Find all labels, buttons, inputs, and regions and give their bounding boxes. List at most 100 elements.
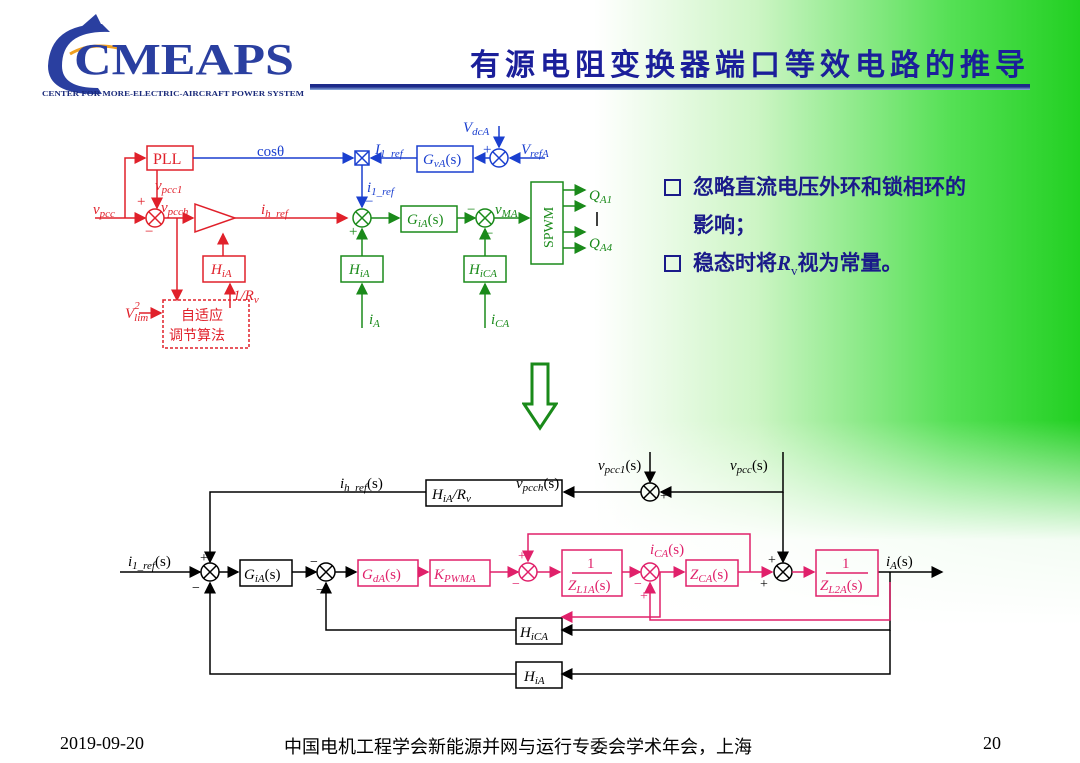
ica-input-label: i: [491, 312, 495, 328]
logo-subtitle: CENTER FOR MORE-ELECTRIC-AIRCRAFT POWER …: [42, 90, 304, 98]
gia-label: G: [407, 212, 418, 228]
vpcchs-label: v: [516, 476, 523, 492]
zl2-block: [815, 549, 879, 597]
header-rule: [310, 84, 1030, 90]
svg-text:+: +: [137, 194, 145, 210]
bullet-text-2: 稳态时将Rv视为常量。: [693, 251, 903, 279]
svg-text:GiA(s): GiA(s): [407, 212, 443, 230]
zca-label: Z: [690, 567, 699, 583]
kpwm-block: [429, 559, 491, 587]
bullet-text-1: 忽略直流电压外环和锁相环的: [693, 175, 966, 199]
svg-text:−: −: [192, 581, 200, 596]
svg-text:−: −: [316, 583, 324, 598]
svg-text:+: +: [640, 589, 648, 604]
adaptive-line1: 自适应: [181, 307, 223, 324]
slide-title: 有源电阻变换器端口等效电路的推导: [470, 48, 1030, 83]
svg-text:i1_ref: i1_ref: [367, 180, 396, 198]
svg-text:I1_ref: I1_ref: [374, 142, 405, 160]
gda-label: G: [362, 567, 373, 583]
svg-text:ZL1A(s): ZL1A(s): [568, 578, 611, 596]
svg-text:ZL2A(s): ZL2A(s): [820, 578, 863, 596]
zca-block: [685, 559, 739, 587]
zl1-numerator: 1: [587, 556, 595, 572]
rv-label: 1/R: [233, 288, 254, 304]
zl1-label: Z: [568, 578, 577, 594]
vma-label: v: [495, 202, 502, 218]
page-number: 20: [983, 733, 1001, 753]
svg-text:GdA(s): GdA(s): [362, 567, 401, 585]
svg-text:ih_ref(s): ih_ref(s): [340, 476, 383, 494]
vpcc-label: v: [93, 202, 100, 218]
hica-label: H: [519, 625, 532, 641]
vpccs-label: v: [730, 458, 737, 474]
svg-text:−: −: [512, 577, 520, 592]
bullet-item: 忽略直流电压外环和锁相环的: [664, 168, 966, 206]
svg-text:vpcch(s): vpcch(s): [516, 476, 559, 494]
svg-text:i1_ref(s): i1_ref(s): [128, 554, 171, 572]
logo-text: CMEAPS: [74, 35, 294, 84]
svg-text:+: +: [660, 489, 668, 504]
vpcc1s-label: v: [598, 458, 605, 474]
gia-block: [400, 205, 458, 233]
hia-green-label: H: [348, 262, 361, 278]
svg-text:vpcch: vpcch: [161, 200, 189, 218]
svg-text:+: +: [768, 553, 776, 568]
svg-text:vpcc1: vpcc1: [155, 178, 182, 196]
svg-text:−: −: [145, 224, 153, 240]
zl2-numerator: 1: [842, 556, 850, 572]
hia-red-label: H: [210, 262, 223, 278]
bullet-item: 稳态时将Rv视为常量。: [664, 244, 966, 290]
svg-text:VdcA: VdcA: [463, 120, 490, 138]
hia-rv-label: H: [431, 487, 444, 503]
zl2-label: Z: [820, 578, 829, 594]
cos-theta-label: cosθ: [257, 144, 284, 160]
down-arrow-icon: [522, 362, 558, 431]
svg-text:GiA(s): GiA(s): [244, 567, 280, 585]
pll-label: PLL: [153, 151, 181, 168]
svg-text:QA1: QA1: [589, 188, 612, 206]
svg-text:−: −: [310, 555, 318, 570]
svg-text:+: +: [518, 549, 526, 564]
svg-text:HiA: HiA: [523, 669, 545, 687]
svg-text:+: +: [760, 577, 768, 592]
spwm-block: [530, 181, 564, 265]
svg-text:HiA/Rv: HiA/Rv: [431, 487, 471, 505]
equivalent-block-diagram: vpcc1(s) vpcc(s) ih_ref(s) vpcch(s) HiA/…: [120, 452, 944, 689]
svg-text:HiA: HiA: [210, 262, 232, 280]
svg-text:HiCA: HiCA: [519, 625, 548, 643]
svg-text:GvA(s): GvA(s): [423, 152, 461, 170]
hica-block: [515, 617, 563, 645]
qa1-label: Q: [589, 188, 600, 204]
svg-text:QA4: QA4: [589, 236, 613, 254]
svg-text:+: +: [349, 224, 357, 240]
svg-text:iA: iA: [369, 312, 380, 330]
bullet-square-icon: [664, 255, 681, 272]
control-block-diagram: PLL cosθ vpcc vpcc1 vpcch ih_ref I1_ref …: [93, 120, 613, 349]
bullet-text-1-cont: 影响；: [693, 213, 756, 237]
svg-text:+: +: [200, 551, 208, 566]
hia-block: [515, 661, 563, 689]
svg-text:HiCA: HiCA: [468, 262, 497, 280]
i1-ref-label: I: [374, 142, 381, 158]
i1-ref-lower-label: i: [367, 180, 371, 196]
svg-text:HiA: HiA: [348, 262, 370, 280]
bullet-list: 忽略直流电压外环和锁相环的 影响； 稳态时将Rv视为常量。: [664, 168, 966, 290]
svg-text:+: +: [483, 142, 491, 158]
gia-label: G: [244, 567, 255, 583]
svg-text:VrefA: VrefA: [521, 142, 549, 160]
cmeaps-logo: CMEAPS CENTER FOR MORE-ELECTRIC-AIRCRAFT…: [42, 14, 304, 98]
ia-input-label: i: [369, 312, 373, 328]
vpcc1-label: v: [155, 178, 162, 194]
svg-text:−: −: [365, 194, 373, 210]
svg-text:vMA: vMA: [495, 202, 518, 220]
vpcch-label: v: [161, 200, 168, 216]
svg-text:iA(s): iA(s): [886, 554, 913, 572]
bullet-square-icon: [664, 179, 681, 196]
svg-text:1/Rv: 1/Rv: [233, 288, 259, 306]
svg-text:KPWMA: KPWMA: [433, 567, 476, 585]
ica-label: i: [650, 542, 654, 558]
spwm-label: SPWM: [542, 206, 557, 248]
svg-text:iCA(s): iCA(s): [650, 542, 684, 560]
vlim-label: V: [125, 306, 136, 322]
slide-background: [0, 420, 1080, 763]
